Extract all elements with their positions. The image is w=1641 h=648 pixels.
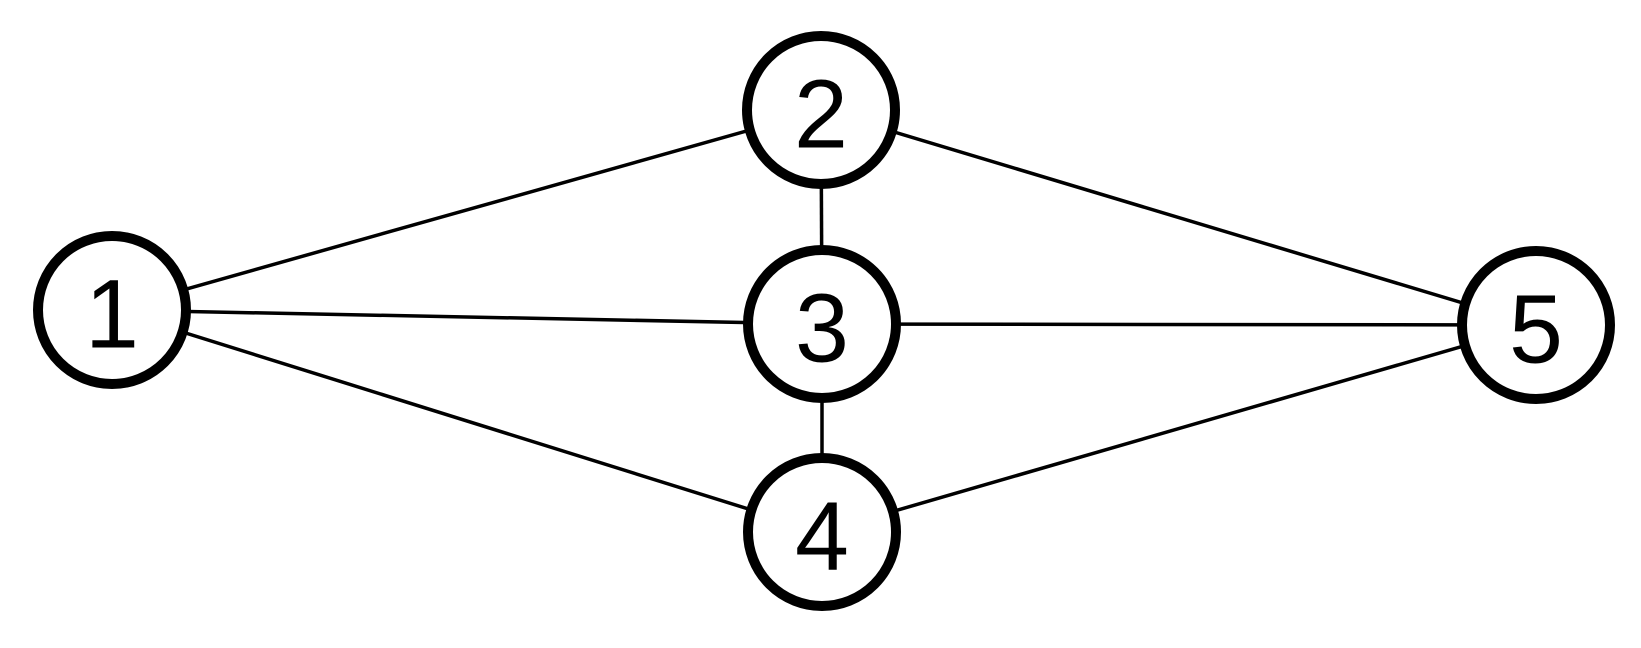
edge-1-3	[111, 308, 823, 326]
edge-2-5	[820, 108, 1537, 327]
edge-3-5	[821, 322, 1537, 327]
node-layer: 1 2 3 4 5	[33, 31, 1615, 611]
node-2-circle	[742, 31, 900, 189]
edge-4-5	[821, 323, 1537, 534]
node-4: 4	[743, 453, 901, 611]
node-1-label: 1	[85, 259, 139, 368]
node-5-circle	[1457, 246, 1615, 404]
edge-1-2	[111, 108, 822, 312]
node-2: 2	[742, 31, 900, 189]
node-5: 5	[1457, 246, 1615, 404]
edge-1-4	[111, 308, 823, 534]
node-4-label: 4	[795, 481, 849, 590]
node-2-label: 2	[794, 59, 848, 168]
node-1: 1	[33, 231, 191, 389]
node-3-label: 3	[795, 273, 849, 382]
node-4-circle	[743, 453, 901, 611]
node-1-circle	[33, 231, 191, 389]
node-3: 3	[743, 245, 901, 403]
node-5-label: 5	[1509, 274, 1563, 383]
node-3-circle	[743, 245, 901, 403]
